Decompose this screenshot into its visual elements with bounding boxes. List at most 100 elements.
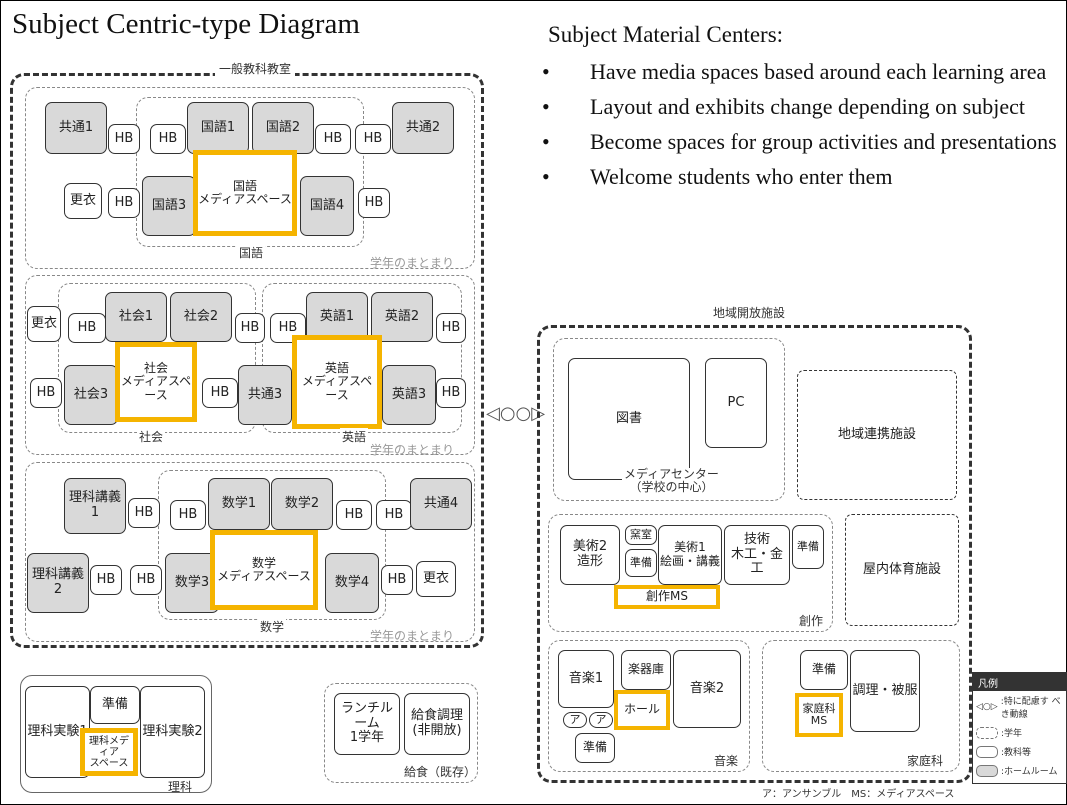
eigo-label: 英語 [340,428,369,445]
music2-room: 音楽2 [673,650,741,728]
room-sugaku1: 数学1 [208,478,270,530]
kiln-room: 窯室 [625,525,657,545]
grade-group-label-3: 学年のまとまり [370,629,455,643]
room-shakai3: 社会3 [64,365,118,425]
homeec-label: 家庭科 [907,754,944,768]
grade-zone-2 [25,275,475,455]
creative-zone [548,514,833,632]
bullet-item: Have media spaces based around each lear… [542,58,1057,85]
subject-swatch-icon [976,745,998,758]
hb-12: HB [202,378,238,408]
community-label: 地域開放施設 [713,306,786,320]
general-classrooms-label: 一般教科教室 [215,60,296,77]
kokugo-media-space: 国語 メディアスペース [193,150,297,236]
technology-room: 技術 木工・金工 [724,525,790,585]
hb-5: HB [108,188,140,218]
changing-room-1: 更衣 [64,183,102,219]
hb-14: HB [128,498,160,528]
bullet-item: Welcome students who enter them [542,163,1057,190]
grade-group-label-2: 学年のまとまり [370,443,455,457]
homeroom-swatch-icon [976,764,998,777]
ensemble-room-1: ア [563,712,587,728]
room-kokugo4: 国語4 [300,176,354,236]
shakai-label: 社会 [137,428,166,445]
changing-room-2: 更衣 [27,306,61,342]
legend-grade: :学年 [1001,729,1023,739]
pc-room: PC [705,358,767,448]
lunch-label: 給食（既存） [404,765,477,779]
legend: 凡例 ◁○▷ :特に配慮す べき動線 :学年 :教科等 :ホームルーム [972,672,1067,784]
bullets-heading: Subject Material Centers: [548,22,784,47]
sugaku-media-space: 数学 メディアスペース [210,530,318,610]
indoor-gym: 屋内体育施設 [845,514,959,626]
instrument-storage: 楽器庫 [621,650,671,690]
media-center-zone [553,338,785,501]
lunch-zone [324,683,478,783]
bullet-item: Layout and exhibits change depending on … [542,93,1057,120]
science-lab2: 理科実験2 [140,686,205,778]
hb-13: HB [436,378,466,408]
music-hall: ホール [614,690,670,730]
room-kokugo2: 国語2 [252,102,314,154]
hb-2: HB [150,124,186,154]
kokugo-label: 国語 [237,244,266,261]
hb-1: HB [108,124,140,154]
room-sugaku4: 数学4 [325,553,379,613]
legend-title: 凡例 [973,673,1066,691]
pathway-arrow-icon: ◁○▷ [976,702,998,712]
legend-row-grade: :学年 [973,723,1066,742]
creative-media-space: 創作MS [614,585,720,609]
hb-18: HB [90,565,122,595]
art-prep-room: 準備 [625,549,657,577]
cooking-sewing-room: 調理・被服 [850,650,920,732]
hb-4: HB [355,124,391,154]
shakai-media-space: 社会 メディアスペース [115,342,197,422]
room-common4: 共通4 [410,478,472,530]
science-prep: 準備 [90,686,140,724]
hb-10: HB [436,313,466,343]
hb-6: HB [358,188,390,218]
lunch-room: ランチルーム 1学年 [334,693,400,755]
art2-room: 美術2 造形 [560,525,620,585]
hb-11: HB [30,378,62,408]
homeec-zone [762,640,960,772]
hb-20: HB [381,565,413,595]
homeec-prep-room: 準備 [800,650,848,690]
grade-group-label-1: 学年のまとまり [370,256,455,270]
room-kokugo1: 国語1 [187,102,249,154]
homeec-media-space: 家庭科 MS [795,693,843,737]
music-prep-room: 準備 [575,733,615,763]
room-common2: 共通2 [392,102,454,154]
library-room: 図書 [568,358,690,480]
bullet-list: Have media spaces based around each lear… [542,58,1057,198]
legend-row-arrow: ◁○▷ :特に配慮す べき動線 [973,691,1066,723]
legend-homeroom: :ホームルーム [1001,767,1058,777]
grade-swatch-icon [976,726,998,739]
hb-8: HB [235,313,265,343]
art1-room: 美術1 絵画・講義 [658,525,722,585]
room-rika-lecture1: 理科講義 1 [64,478,126,534]
pathway-arrow: ◁○○▷ [486,403,546,424]
eigo-media-space: 英語 メディアスペース [292,335,382,429]
footnote: ア：アンサンブル MS：メディアスペース [762,789,955,800]
hb-16: HB [336,500,372,530]
hb-15: HB [170,500,206,530]
changing-room-3: 更衣 [416,561,456,597]
science-media-space: 理科メディア スペース [80,728,138,776]
music1-room: 音楽1 [558,650,614,708]
science-zone [20,675,212,793]
room-sugaku2: 数学2 [271,478,333,530]
slide-title: Subject Centric-type Diagram [12,8,360,40]
community-link-room: 地域連携施設 [797,370,957,500]
room-kokugo3: 国語3 [142,176,196,236]
legend-arrow-desc: :特に配慮す べき動線 [1000,697,1061,720]
legend-subject: :教科等 [1001,748,1032,758]
hb-3: HB [315,124,351,154]
room-rika-lecture2: 理科講義 2 [27,553,89,613]
bullet-item: Become spaces for group activities and p… [542,128,1057,155]
music-label: 音楽 [714,754,739,768]
room-common3: 共通3 [238,365,292,425]
creative-prep-room: 準備 [792,525,824,569]
hb-19: HB [130,565,162,595]
sugaku-label: 数学 [258,618,287,635]
